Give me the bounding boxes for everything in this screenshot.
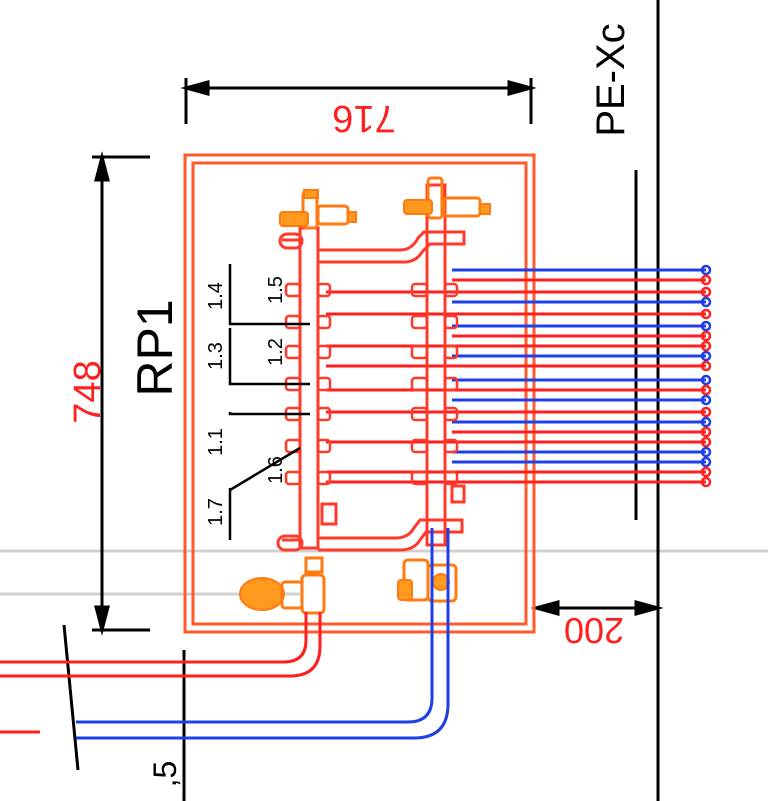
circuit-pipe-end bbox=[700, 308, 712, 320]
circuit-pipes bbox=[326, 264, 712, 488]
circuit-label-leaders bbox=[228, 264, 310, 540]
circuit-pipe-end bbox=[700, 264, 712, 276]
dimension-width-label: 716 bbox=[332, 97, 395, 139]
cabinet-id-label: RP1 bbox=[127, 299, 183, 396]
return-manifold bbox=[425, 183, 447, 547]
circuit-pipe-end bbox=[700, 374, 712, 386]
manifold-outlet bbox=[410, 376, 429, 392]
manifold-cabinet bbox=[183, 153, 536, 634]
fittings bbox=[239, 176, 491, 615]
manifold-outlet bbox=[410, 314, 429, 330]
circuit-label-1-3: 1.3 bbox=[205, 342, 227, 370]
circuit-pipe-end bbox=[700, 340, 712, 352]
circuit-pipe-end bbox=[700, 466, 712, 478]
circuit-label-1-1: 1.1 bbox=[205, 428, 227, 456]
manifold-outlet bbox=[316, 344, 332, 360]
circuit-pipe-end bbox=[700, 296, 712, 308]
manifold-outlet bbox=[284, 314, 302, 330]
bottom-bridge bbox=[282, 518, 464, 552]
manifold-outlet bbox=[410, 344, 429, 360]
ball-valve-return bbox=[397, 558, 458, 603]
dimension-offset bbox=[530, 600, 664, 616]
dimension-width bbox=[180, 78, 537, 124]
dimension-offset-label: 200 bbox=[564, 610, 624, 651]
manifold-outlet bbox=[410, 282, 429, 298]
circuit-pipe-end bbox=[700, 350, 712, 362]
circuit-pipe-end bbox=[700, 320, 712, 332]
manifold-outlet bbox=[443, 406, 459, 422]
return-feed-outer bbox=[76, 528, 434, 724]
manifold-outlet bbox=[316, 406, 332, 422]
circuit-pipe-end bbox=[700, 456, 712, 468]
pipe-material-label: PE-Xc bbox=[589, 23, 633, 136]
circuit-label-1-6: 1.6 bbox=[265, 456, 287, 484]
manifold-outlet bbox=[316, 314, 332, 330]
supply-feed-inner bbox=[0, 612, 322, 678]
circuit-pipe-end bbox=[700, 360, 712, 372]
circuit-pipe-end bbox=[700, 476, 712, 488]
manifold-outlet bbox=[443, 438, 459, 454]
manifold-outlet bbox=[443, 282, 459, 298]
manifold-outlet bbox=[284, 344, 302, 360]
air-vent-valve-right bbox=[403, 176, 491, 220]
circuit-pipe-end bbox=[700, 406, 712, 418]
manifold-outlet bbox=[316, 470, 332, 486]
supply-feed-outer bbox=[0, 612, 308, 664]
manifold-outlet bbox=[443, 470, 459, 486]
manifold-outlet bbox=[284, 282, 302, 298]
air-vent-valve-left bbox=[279, 189, 357, 230]
circuit-pipe-end bbox=[700, 330, 712, 342]
dimension-height bbox=[92, 151, 150, 636]
circuit-label-1-5: 1.5 bbox=[265, 276, 287, 304]
circuit-pipe-end bbox=[700, 426, 712, 438]
circuit-label-1-7: 1.7 bbox=[205, 498, 227, 526]
circuit-pipe-end bbox=[700, 394, 712, 406]
manifolds bbox=[276, 183, 466, 552]
circuit-pipe-end bbox=[700, 436, 712, 448]
supply-manifold bbox=[298, 226, 320, 550]
top-bridge bbox=[282, 230, 466, 264]
circuit-pipe-end bbox=[700, 286, 712, 298]
circuit-pipe-end bbox=[700, 274, 712, 286]
manifold-outlet bbox=[410, 438, 429, 454]
manifold-outlet bbox=[410, 406, 429, 422]
circuit-pipe-end bbox=[700, 416, 712, 428]
manifold-outlet bbox=[443, 376, 459, 392]
return-feed-inner bbox=[76, 528, 450, 740]
manifold-outlet bbox=[284, 470, 302, 486]
section-break-line bbox=[62, 624, 80, 771]
ball-valve-supply bbox=[239, 556, 326, 615]
dimension-height-label: 748 bbox=[67, 360, 109, 423]
manifold-outlet bbox=[443, 314, 459, 330]
guide-lines bbox=[0, 549, 768, 596]
edge-fragment-label: ,5 bbox=[147, 761, 183, 788]
manifold-outlet bbox=[316, 438, 332, 454]
circuit-pipe-end bbox=[700, 384, 712, 396]
feed-pipes bbox=[0, 528, 450, 740]
circuit-label-1-2: 1.2 bbox=[265, 338, 287, 366]
circuit-label-1-4: 1.4 bbox=[205, 282, 227, 310]
circuit-pipe-end bbox=[700, 446, 712, 458]
manifold-outlet bbox=[410, 470, 429, 486]
manifold-outlet bbox=[316, 282, 332, 298]
manifold-outlet bbox=[443, 344, 459, 360]
manifold-outlet bbox=[316, 376, 332, 392]
text-layer: 716 748 200 RP1 PE-Xc ,5 1.4 1.5 1.3 1.2… bbox=[67, 23, 633, 787]
